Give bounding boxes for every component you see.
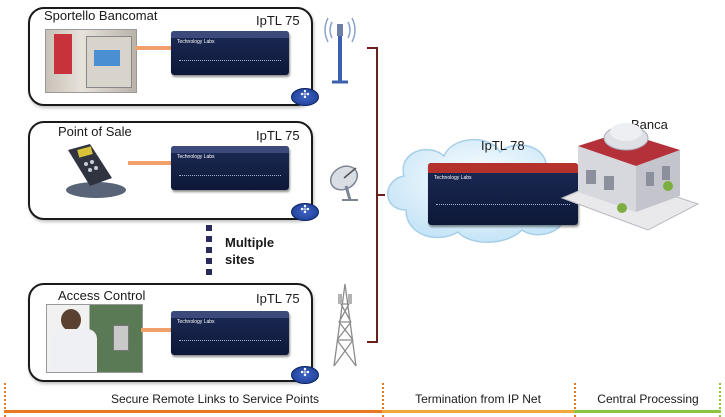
footer-label-remote: Secure Remote Links to Service Points [110, 392, 320, 406]
link-cable [135, 46, 171, 50]
link-cable [141, 328, 172, 332]
device-model-label: IpTL 75 [256, 291, 300, 306]
footer-label-central: Central Processing [597, 392, 699, 406]
site-title: Sportello Bancomat [44, 8, 158, 23]
multiple-sites-label: Multiple sites [225, 234, 274, 268]
site-title: Point of Sale [58, 124, 132, 139]
device-model-label: IpTL 75 [256, 128, 300, 143]
lattice-tower-icon [333, 283, 357, 367]
ellipsis-dots [206, 225, 212, 277]
multiple-sites-line2: sites [225, 252, 255, 267]
multiple-sites-line1: Multiple [225, 235, 275, 250]
central-device-model-label: IpTL 78 [481, 138, 525, 153]
footer-segment-remote [4, 383, 382, 417]
cell-tower-icon [324, 17, 356, 84]
bank-building-icon [560, 123, 700, 231]
pos-terminal-icon [66, 144, 126, 198]
iptl78-device: Technology Labs [428, 163, 578, 225]
router-icon [291, 203, 319, 221]
footer-segment-termination [382, 383, 574, 417]
device-model-label: IpTL 75 [256, 13, 300, 28]
link-cable [128, 161, 172, 165]
router-icon [291, 366, 319, 384]
iptl75-device: Technology Labs [171, 311, 289, 355]
footer-label-termination: Termination from IP Net [415, 392, 541, 406]
iptl75-device: Technology Labs [171, 146, 289, 190]
satellite-dish-icon [329, 165, 359, 201]
iptl75-device: Technology Labs [171, 31, 289, 75]
atm-photo [45, 29, 137, 93]
network-bracket [367, 47, 385, 343]
site-title: Access Control [58, 288, 146, 303]
footer-segment-central [574, 383, 721, 417]
router-icon [291, 88, 319, 106]
access-control-photo [46, 304, 143, 373]
